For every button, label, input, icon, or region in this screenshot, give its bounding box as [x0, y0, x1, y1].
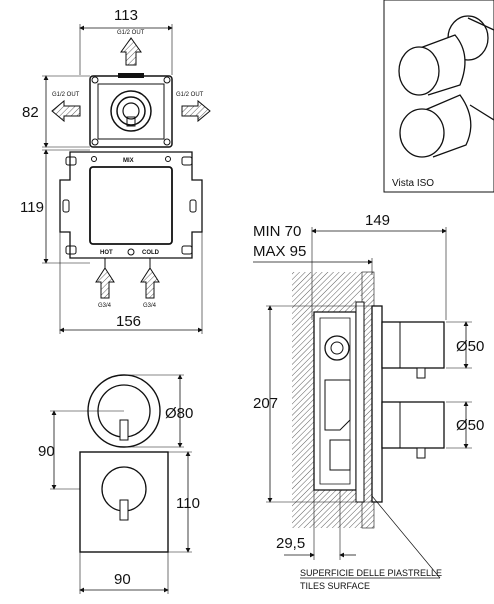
hot-label: HOT	[100, 250, 113, 256]
side-height-dim: 207	[253, 395, 278, 412]
offset-dim: 29,5	[276, 535, 305, 552]
frame-height-dim: 119	[20, 199, 44, 216]
front-offset-dim: 90	[38, 443, 55, 460]
tiles-surface-note-it: SUPERFICIE DELLE PIASTRELLE	[300, 568, 442, 578]
side-depth-dim: 149	[365, 212, 390, 229]
top-view: 113 82 G1/2 OUT G1/2 OUT G1/2 OUT	[22, 7, 211, 148]
frame-width-dim: 156	[116, 313, 141, 330]
mix-label: MIX	[123, 158, 134, 164]
iso-view-label: Vista ISO	[392, 178, 434, 189]
side-view: MIN 70 MAX 95 149 Ø50	[253, 212, 484, 591]
top-width-dim: 113	[114, 7, 138, 24]
outlet-label-right: G1/2 OUT	[176, 92, 204, 98]
iso-view: Vista ISO	[383, 0, 494, 193]
inlet-label-cold: G3/4	[143, 303, 157, 309]
min-depth-label: MIN 70	[253, 223, 301, 240]
plate-height-dim: 110	[176, 495, 200, 512]
max-depth-label: MAX 95	[253, 243, 306, 260]
knob-diameter-1: Ø50	[456, 338, 484, 355]
inlet-label-hot: G3/4	[98, 303, 112, 309]
frame-view: 119 MIX HOT COLD G3/4 G3/4 156	[20, 149, 203, 334]
tiles-surface-note-en: TILES SURFACE	[300, 581, 370, 591]
top-height-dim: 82	[22, 104, 39, 121]
front-views: Ø80 90 110 90	[38, 374, 200, 594]
knob-diameter-2: Ø50	[456, 417, 484, 434]
cold-label: COLD	[142, 250, 160, 256]
rosette-diameter-dim: Ø80	[165, 405, 193, 422]
outlet-label-top: G1/2 OUT	[117, 30, 145, 36]
plate-width-dim: 90	[114, 571, 131, 588]
outlet-label-left: G1/2 OUT	[52, 92, 80, 98]
